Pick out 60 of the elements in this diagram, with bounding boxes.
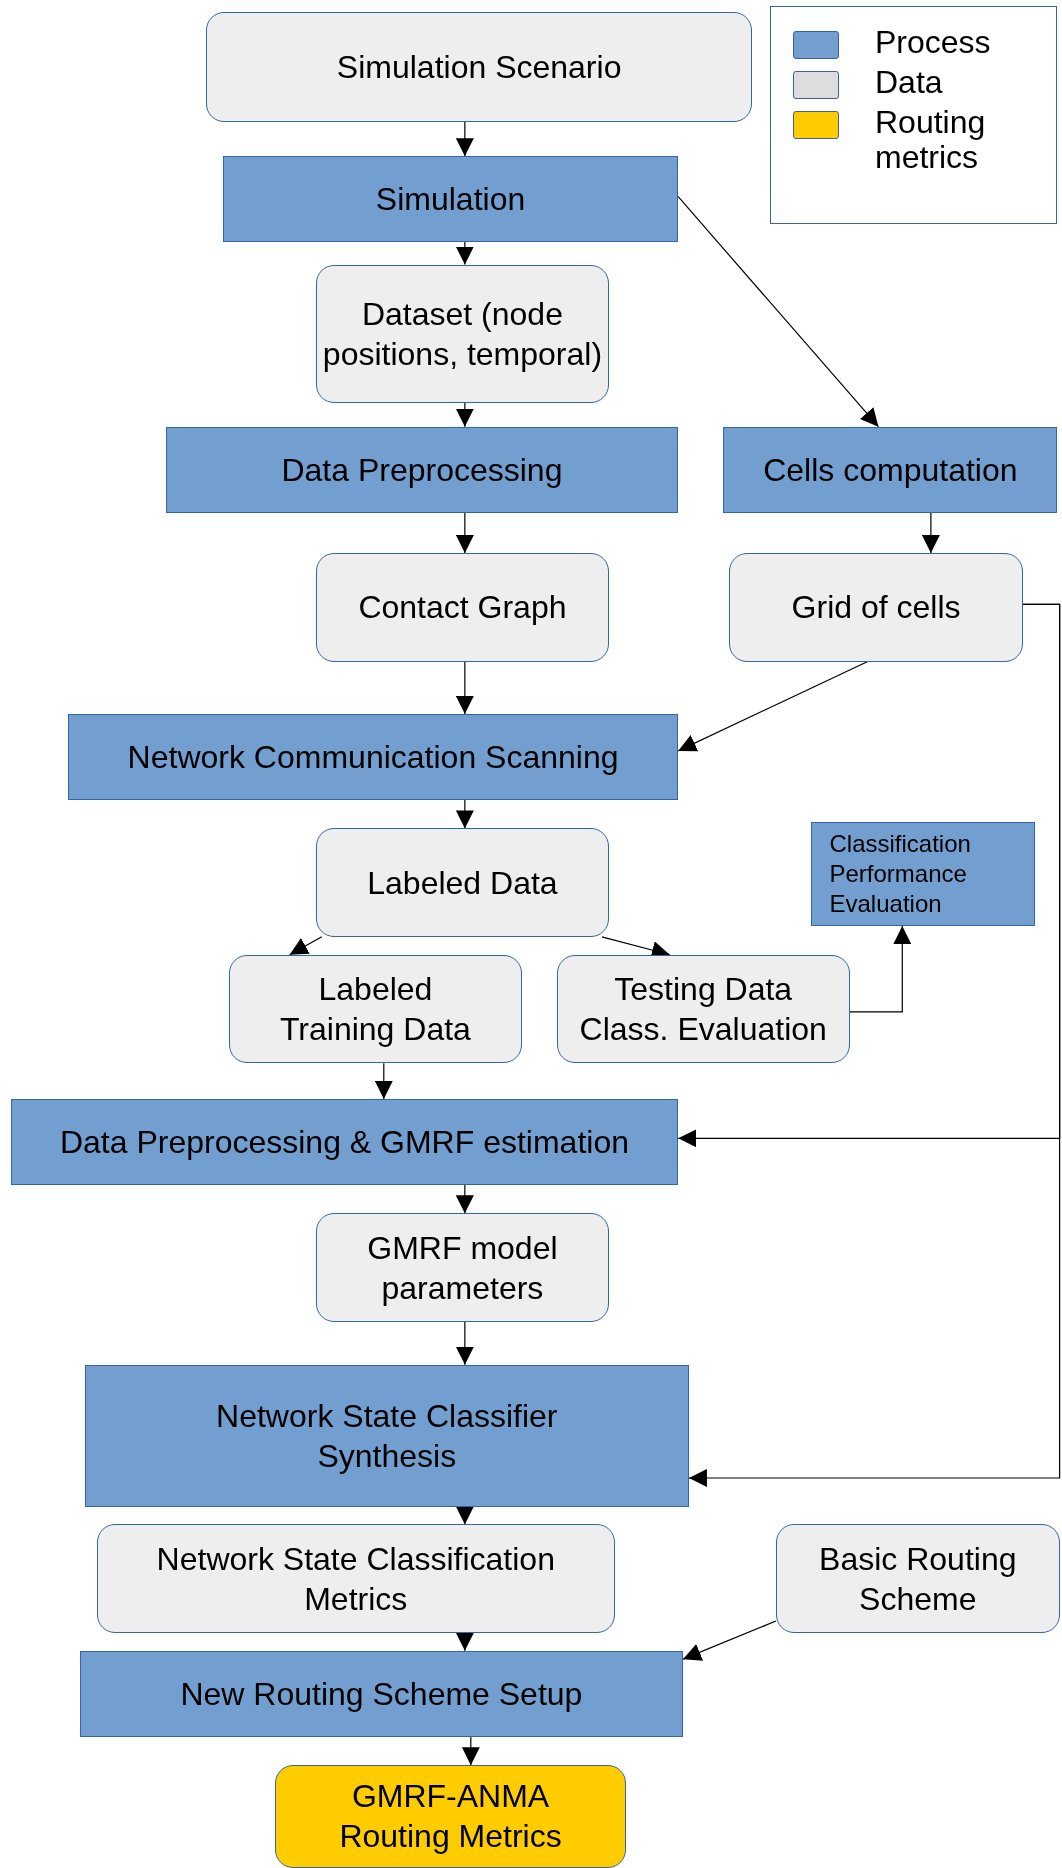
arrow [455,511,474,554]
data-box [729,553,1023,662]
node-label: Simulation Scenario [336,47,622,87]
process-box [84,1364,689,1507]
node-label: Testing Data Class. Evaluation [578,969,828,1049]
node-label: Basic Routing Scheme [818,1539,1018,1619]
arrow [461,1736,480,1766]
arrow [677,660,869,752]
data-box [206,11,753,122]
arrow [455,121,474,157]
data-box [96,1524,615,1633]
arrow [455,660,474,715]
arrow [455,1506,474,1526]
arrow [374,1062,393,1100]
node-label: Labeled Training Data [279,969,472,1049]
process-box [79,1650,683,1737]
node-label: Data Preprocessing & GMRF estimation [59,1122,629,1162]
legend-label: Data [874,64,944,101]
arrow [921,511,940,554]
arrow [682,1620,777,1661]
arrow [455,1184,474,1214]
node-label: Data Preprocessing [281,450,563,490]
node-label: Dataset (node positions, temporal) [321,294,604,374]
arrow [455,402,474,428]
data-box [315,264,610,403]
arrow [455,799,474,829]
arrow [455,241,474,266]
metrics-box [275,1765,626,1868]
data-box [775,1524,1060,1633]
legend-label: Process [874,24,992,61]
node-label: Classification Performance Evaluation [828,829,972,920]
process-box [723,426,1058,513]
node-label: Network State Classification Metrics [155,1539,556,1619]
node-label: GMRF-ANMA Routing Metrics [338,1777,563,1857]
node-label: Contact Graph [358,588,567,628]
process-box [67,713,679,800]
node-label: Grid of cells [791,588,961,628]
data-box [228,954,523,1064]
node-label: New Routing Scheme Setup [180,1674,583,1714]
process-box [810,822,1035,927]
node-label: Network State Classifier Synthesis [215,1396,559,1476]
data-box [315,828,610,937]
data-box [315,553,610,662]
node-label: Cells computation [763,450,1018,490]
arrow [688,603,1061,1487]
node-label: Simulation [375,180,526,220]
data-box [556,954,850,1064]
arrow [455,1321,474,1366]
arrow [289,936,323,956]
arrow [849,925,912,1013]
data-box [315,1213,610,1322]
legend-label: Routing metrics [874,104,987,176]
process-box [10,1098,679,1185]
process-box [165,426,679,513]
node-label: GMRF model parameters [366,1228,559,1308]
arrow [455,1632,474,1652]
arrow [677,196,880,428]
process-box [222,156,679,242]
node-label: Labeled Data [367,863,558,903]
node-label: Network Communication Scanning [127,737,619,777]
